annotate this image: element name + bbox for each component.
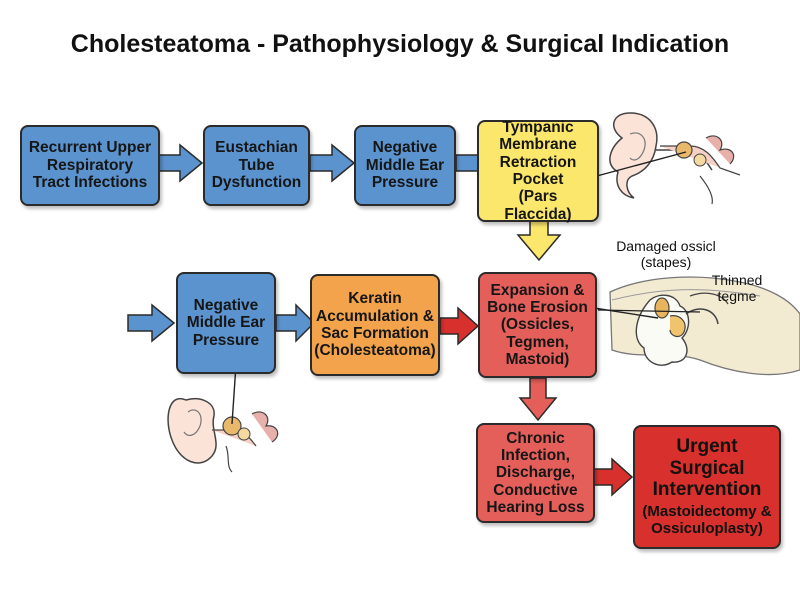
surgery-title: Urgent Surgical Intervention (652, 436, 762, 500)
ear-illustration-bottom (167, 397, 279, 473)
arrow-keratin-to-expansion (439, 306, 480, 346)
arrow-uri-to-eustachian (157, 143, 204, 183)
node-retraction-pocket: Tympanic Membrane Retraction Pocket (Par… (477, 119, 599, 223)
ear-illustration-top (609, 112, 741, 205)
node-eustachian-dysfunction: Eustachian Tube Dysfunction (203, 125, 310, 206)
node-expansion-erosion: Expansion & Bone Erosion (Ossicles, Tegm… (478, 272, 597, 378)
arrow-eustachian-to-pressure (309, 143, 356, 183)
page-title: Cholesteatoma - Pathophysiology & Surgic… (70, 30, 730, 58)
arrow-pressure-to-keratin (275, 303, 316, 343)
callout-line-tegmen (597, 309, 701, 313)
callout-thinned-tegmen: Thinned tegme (711, 272, 763, 305)
node-chronic-infection: Chronic Infection, Discharge, Conductive… (476, 423, 595, 523)
node-negative-pressure-bottom: Negative Middle Ear Pressure (176, 272, 276, 374)
callout-damaged-ossicle: Damaged ossicl (stapes) (616, 238, 716, 271)
surgery-subtitle: (Mastoidectomy & Ossiculoplasty) (642, 503, 772, 538)
ossicle-cross-section-illustration (609, 276, 800, 376)
arrow-expansion-to-chronic (518, 377, 558, 422)
node-recurrent-uri: Recurrent Upper Respiratory Tract Infect… (20, 125, 160, 206)
arrow-chronic-to-surgery (593, 457, 634, 497)
node-urgent-surgery: Urgent Surgical Intervention (Mastoidect… (633, 425, 781, 549)
node-keratin-accumulation: Keratin Accumulation & Sac Formation (Ch… (310, 274, 440, 376)
arrow-entry-to-pressure (127, 303, 176, 343)
node-negative-pressure-top: Negative Middle Ear Pressure (354, 125, 456, 206)
